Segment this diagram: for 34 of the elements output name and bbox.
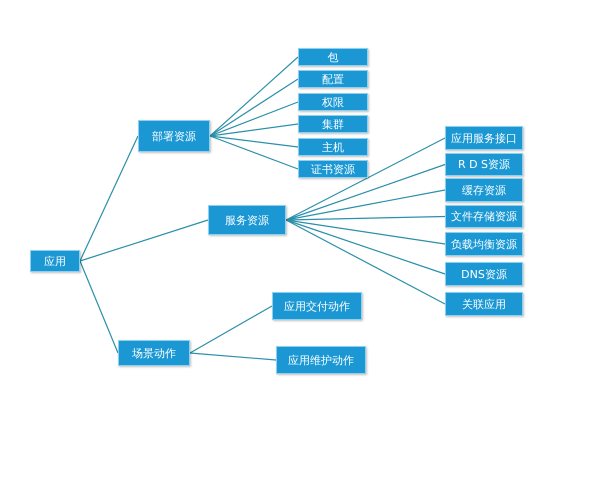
connector-line — [79, 260, 119, 354]
connector-line — [210, 123, 298, 137]
process-box: 包 — [298, 48, 368, 66]
process-box: 文件存储资源 — [445, 205, 523, 228]
connector-line — [286, 219, 446, 275]
process-box: 缓存资源 — [445, 178, 523, 202]
connector-line — [210, 135, 298, 148]
process-box: 应用交付动作 — [272, 292, 362, 320]
process-box: 关联应用 — [445, 292, 523, 316]
process-box: 配置 — [298, 70, 368, 88]
connector-line — [210, 101, 298, 137]
process-box: 部署资源 — [138, 120, 210, 152]
process-box: R D S资源 — [445, 153, 523, 176]
process-box: 主机 — [298, 138, 368, 156]
connector-line — [286, 164, 446, 221]
connector-line — [210, 135, 298, 170]
connector-line — [190, 305, 272, 354]
process-box: 应用 — [30, 250, 80, 272]
process-box: DNS资源 — [445, 262, 523, 286]
process-box: 场景动作 — [118, 340, 190, 366]
connector-line — [190, 352, 276, 361]
connector-line — [210, 56, 298, 136]
process-box: 权限 — [298, 93, 368, 111]
process-box: 服务资源 — [208, 205, 286, 235]
connector-line — [210, 78, 298, 136]
connector-line — [286, 137, 446, 221]
process-box: 应用维护动作 — [276, 346, 366, 374]
connector-line — [286, 219, 446, 305]
connector-line — [80, 219, 208, 262]
process-box: 证书资源 — [298, 160, 368, 178]
connector-line — [79, 136, 139, 262]
process-box: 应用服务接口 — [445, 126, 523, 150]
process-box: 集群 — [298, 115, 368, 133]
process-box: 负载均衡资源 — [445, 232, 523, 256]
